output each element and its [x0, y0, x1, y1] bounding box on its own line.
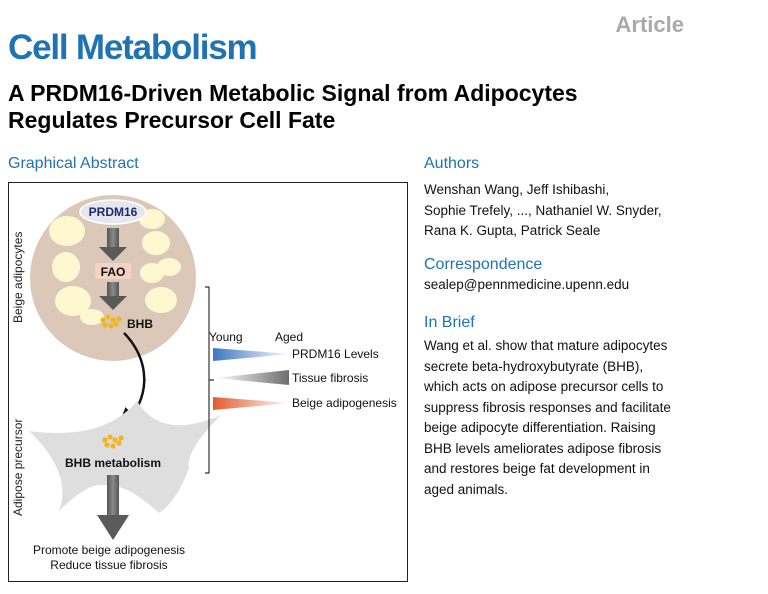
article-type-label: Article [615, 12, 684, 37]
prdm16-label: PRDM16 [89, 205, 138, 219]
in-brief-line: beige adipocyte differentiation. Raising [424, 420, 656, 435]
adipose-precursor-cell [29, 401, 221, 513]
outcome-arrow-shaft [107, 475, 119, 517]
prdm16-wedge [213, 348, 291, 361]
lipid-droplets [49, 209, 181, 325]
authors-line-2: Sophie Trefely, ..., Nathaniel W. Snyder… [424, 202, 662, 218]
title-line-1: A PRDM16-Driven Metabolic Signal from Ad… [8, 80, 578, 106]
in-brief-line: which acts on adipose precursor cells to [424, 379, 664, 394]
fao-label: FAO [101, 265, 126, 279]
fibrosis-wedge [215, 370, 289, 385]
journal-name: Cell Metabolism [8, 28, 258, 67]
authors-line-1: Wenshan Wang, Jeff Ishibashi, [424, 182, 610, 197]
authors-line-3: Rana K. Gupta, Patrick Seale [424, 223, 601, 238]
adipose-precursor-label: Adipose precursor [11, 419, 25, 516]
legend-beige: Beige adipogenesis [292, 396, 397, 410]
young-label: Young [209, 330, 243, 344]
in-brief-line: Wang et al. show that mature adipocytes [424, 338, 668, 353]
graphical-abstract-heading: Graphical Abstract [8, 155, 139, 172]
correspondence-email[interactable]: sealep@pennmedicine.upenn.edu [424, 277, 630, 292]
correspondence-heading: Correspondence [424, 256, 543, 273]
bhb-molecules-cell [100, 314, 122, 329]
in-brief-line: suppress fibrosis responses and facilita… [424, 399, 671, 415]
in-brief-text: Wang et al. show that mature adipocytes … [424, 336, 754, 500]
title-line-2: Regulates Precursor Cell Fate [8, 107, 336, 133]
in-brief-line: aged animals. [424, 481, 509, 497]
beige-wedge [213, 397, 291, 410]
prdm16-badge [79, 199, 147, 225]
authors-heading: Authors [424, 155, 480, 172]
in-brief-heading: In Brief [424, 314, 475, 331]
graphical-abstract-figure: Beige adipocytes Adipose precursor PRDM1… [8, 182, 408, 582]
beige-adipocytes-label: Beige adipocytes [11, 232, 25, 323]
arrow-fao-bhb-shaft [107, 282, 119, 299]
authors-list: Wenshan Wang, Jeff Ishibashi, Sophie Tre… [424, 180, 744, 242]
outcome-line-2: Reduce tissue fibrosis [50, 558, 167, 572]
in-brief-line: BHB levels ameliorates adipose fibrosis [424, 440, 662, 456]
outcome-arrow-head [97, 515, 129, 540]
in-brief-line: and restores beige fat development in [424, 461, 650, 476]
outcome-line-1: Promote beige adipogenesis [33, 543, 185, 557]
arrow-prdm16-fao-shaft [107, 228, 119, 250]
legend-fibrosis: Tissue fibrosis [292, 371, 368, 385]
arrow-prdm16-fao-head [99, 247, 127, 261]
legend-prdm16: PRDM16 Levels [292, 347, 379, 361]
aged-label: Aged [275, 330, 303, 344]
fao-box [95, 263, 131, 279]
bhb-label: BHB [127, 317, 153, 331]
in-brief-line: secrete beta-hydroxybutyrate (BHB), [424, 358, 644, 374]
age-bracket [205, 286, 214, 474]
arrow-fao-bhb-head [99, 296, 127, 310]
bhb-metabolism-label: BHB metabolism [65, 456, 161, 470]
article-title: A PRDM16-Driven Metabolic Signal from Ad… [8, 80, 748, 134]
bhb-molecules-precursor [102, 434, 124, 449]
